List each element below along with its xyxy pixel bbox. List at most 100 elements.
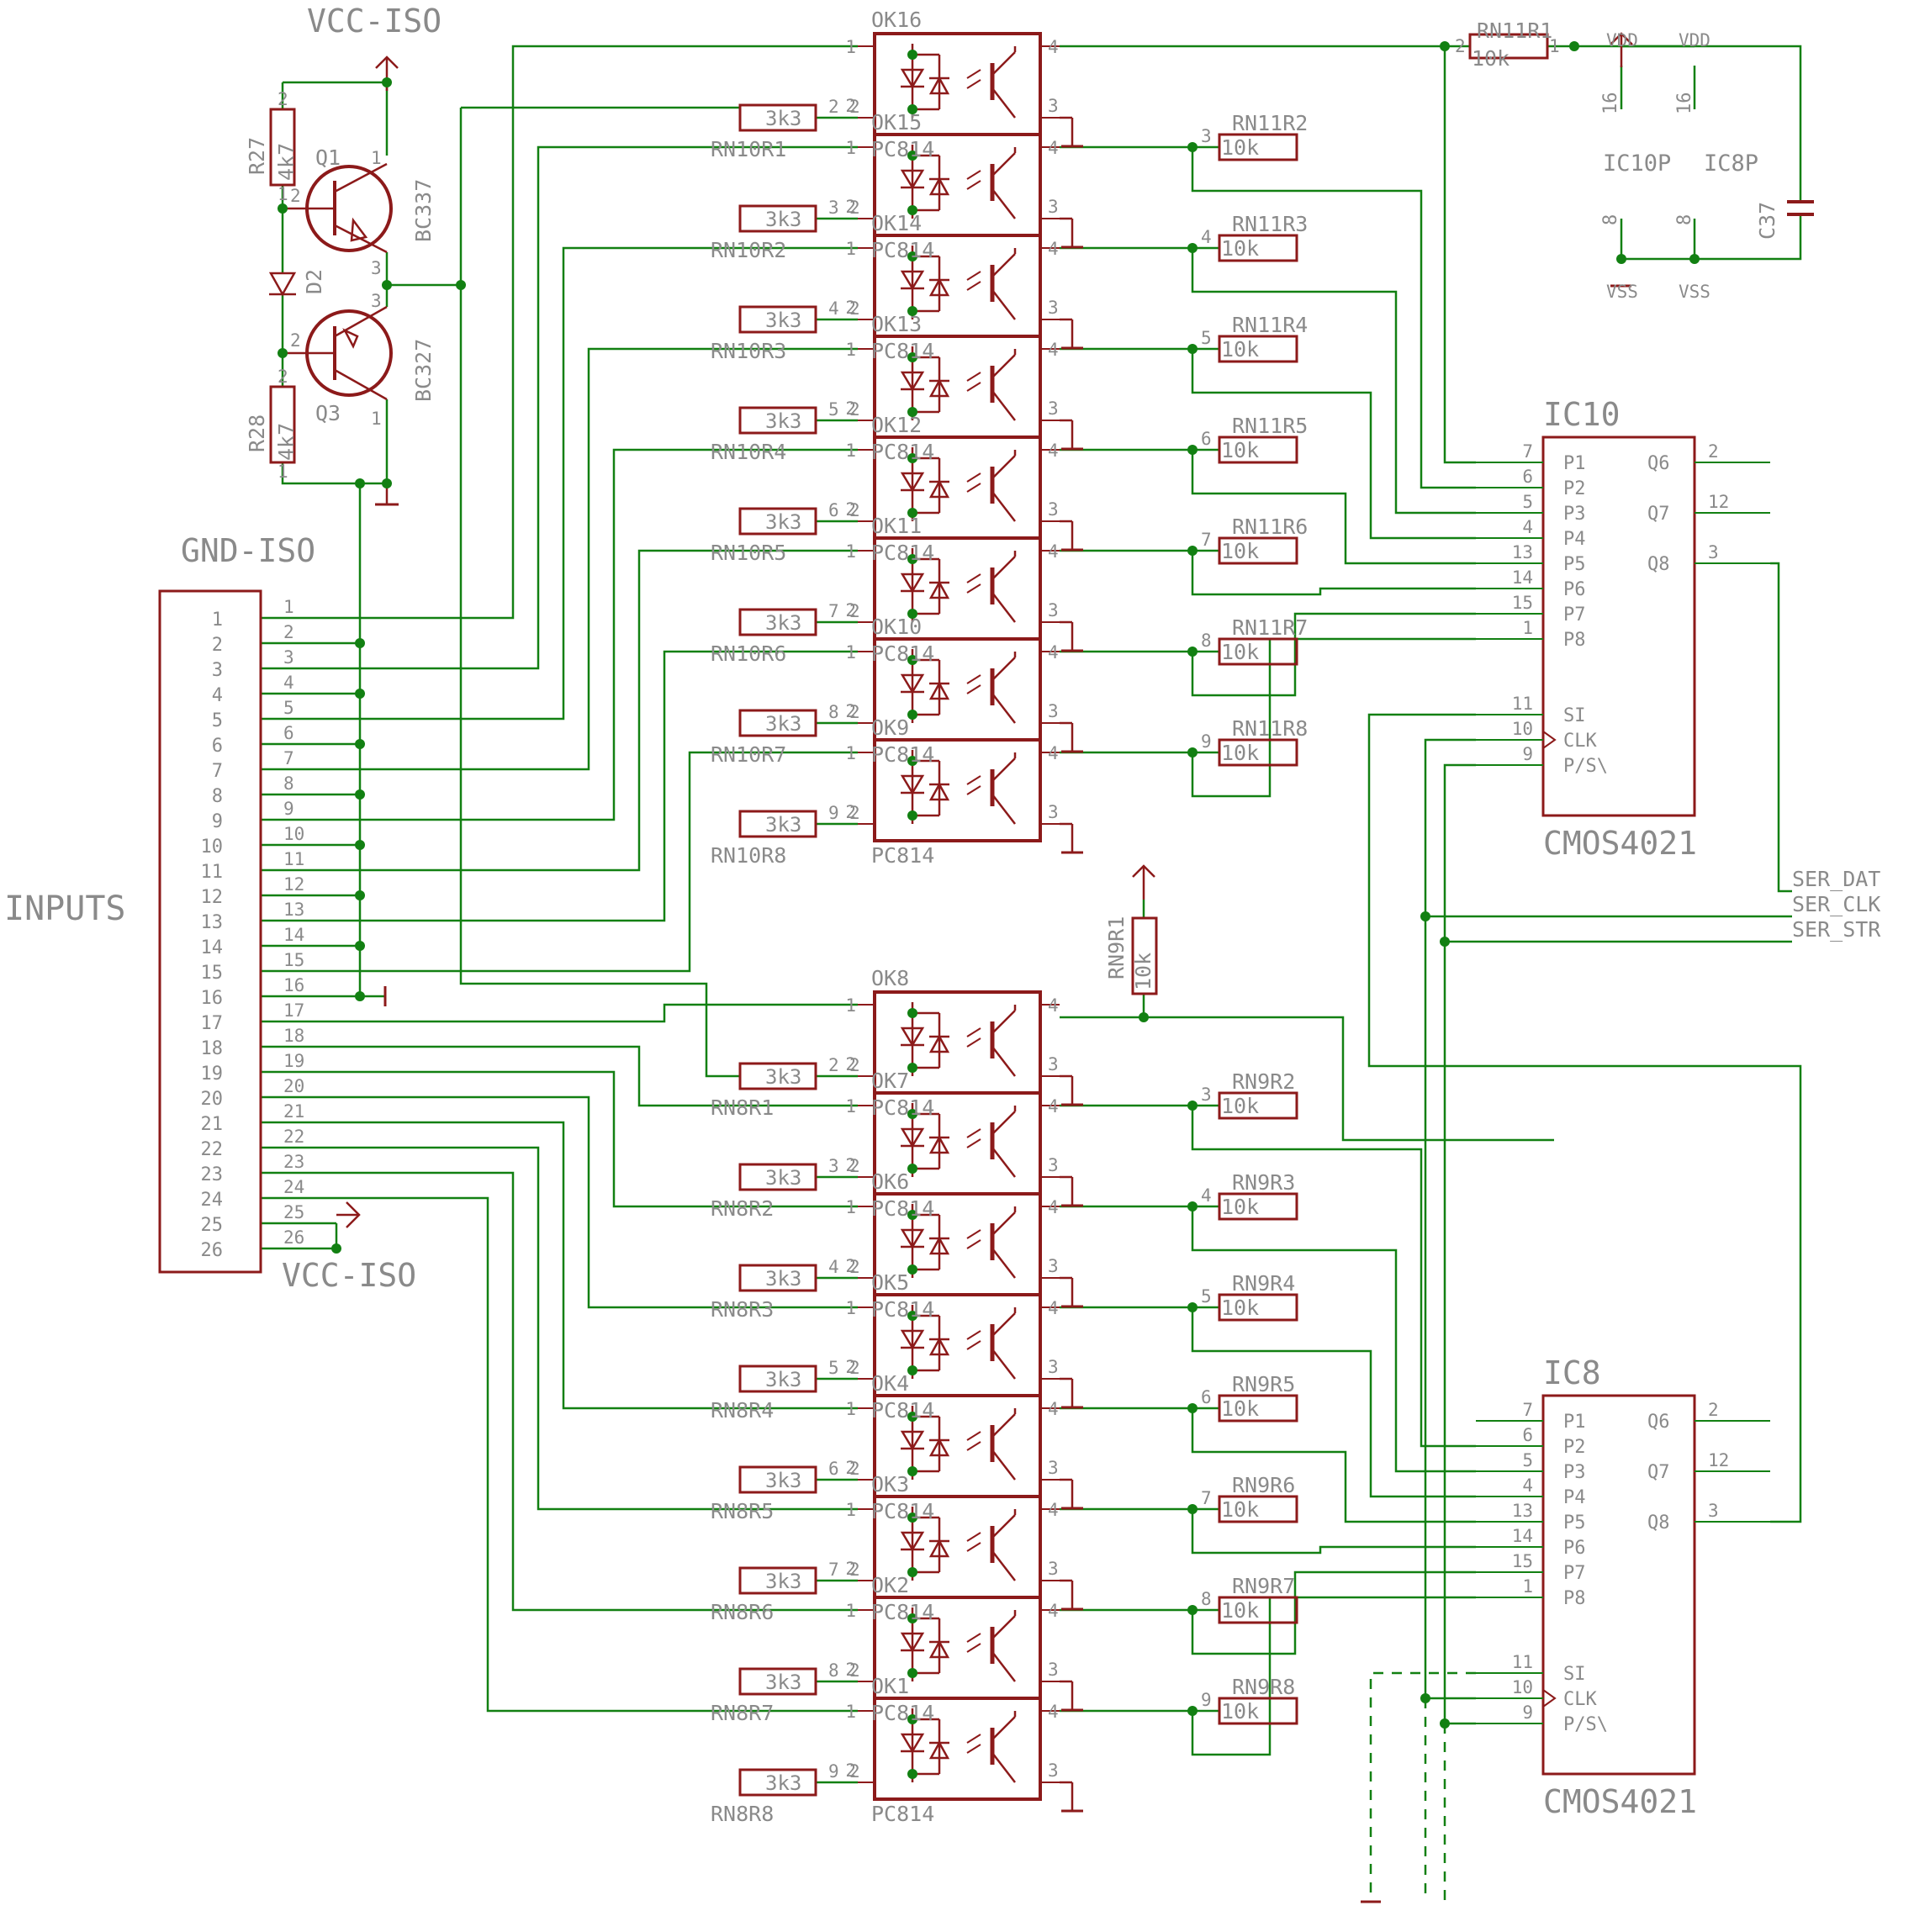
phototransistor-icon: [991, 556, 1016, 580]
shift-register-pin-number: 7: [1522, 441, 1533, 462]
opto-pin-number: 4: [1048, 37, 1059, 57]
resistor-r27: [269, 108, 296, 187]
q3-type-label: BC327: [411, 339, 436, 402]
junction-dot: [355, 689, 365, 699]
shift-register-pin-number: 10: [1512, 719, 1533, 739]
opto-internal-dot: [907, 756, 917, 766]
shift-register-pin-label: P8: [1563, 630, 1586, 651]
shift-register-pin-label: P5: [1563, 1512, 1586, 1533]
phototransistor-icon: [991, 1010, 1016, 1034]
input-wire: [261, 751, 858, 973]
input-wire: [261, 1070, 858, 1208]
shift-register-pin-label: P/S\: [1563, 756, 1608, 777]
opto-pin-number: 3: [1048, 1054, 1059, 1074]
input-resistor-value: 3k3: [765, 107, 801, 130]
opto-pin-number: 4: [1048, 1096, 1059, 1116]
opto-internal-dot: [907, 251, 917, 261]
connector-pin-label: 1: [283, 597, 294, 617]
input-resistor-name: RN10R2: [711, 238, 786, 262]
opto-pin-number: 1: [845, 1096, 856, 1116]
input-resistor-name: RN8R2: [711, 1196, 774, 1221]
wire: [281, 399, 389, 485]
input-resistor-pin: 4: [828, 298, 839, 319]
vcc-iso-bottom-label: VCC-ISO: [282, 1257, 416, 1294]
phototransistor-icon: [991, 289, 1016, 320]
input-resistor: [738, 709, 817, 737]
ic10p-label: IC10P: [1603, 150, 1671, 177]
phototransistor-icon: [991, 253, 1016, 277]
input-resistor-pin: 9: [828, 803, 839, 823]
junction-dot: [355, 941, 365, 951]
light-arrow-icon: [966, 170, 981, 180]
opto-internal-dot: [907, 1164, 917, 1174]
output-resistor-pin: 5: [1201, 1286, 1212, 1306]
transistor-pin: 1: [371, 409, 382, 429]
input-resistor-value: 3k3: [765, 1267, 801, 1291]
output-resistor-name: RN9R4: [1232, 1271, 1295, 1296]
opto-internal-dot: [907, 1512, 917, 1523]
connector-pin-number: 12: [201, 887, 224, 908]
shift-register-pin-number: 13: [1512, 1501, 1533, 1521]
shift-register-pin-number: 5: [1522, 492, 1533, 512]
light-arrow-icon: [966, 775, 981, 785]
resistor-r28: [269, 385, 296, 464]
opto-pin-number: 2: [845, 1760, 856, 1781]
opto-pin-number: 4: [1048, 1197, 1059, 1217]
opto-internal-dot: [907, 1466, 917, 1476]
opto-internal-dot: [907, 1365, 917, 1375]
opto-internal-dot: [907, 453, 917, 463]
clock-input-icon: [1542, 731, 1557, 749]
junction-dot: [1440, 41, 1450, 51]
output-resistor-name: RN9R7: [1232, 1574, 1295, 1598]
shift-register-pin-number: 3: [1708, 542, 1719, 562]
opto-internal-dot: [907, 1063, 917, 1073]
connector-pin-number: 18: [201, 1038, 224, 1059]
input-resistor-name: RN8R5: [711, 1499, 774, 1523]
input-resistor: [738, 305, 817, 334]
diode-d2-icon: [268, 272, 297, 297]
vdd-arrow: [1610, 32, 1633, 45]
junction-dot: [1187, 243, 1198, 253]
shift-register-pin-label: Q7: [1647, 504, 1670, 525]
connector-pin-number: 15: [201, 963, 224, 984]
shift-register-pin-number: 12: [1708, 1450, 1729, 1470]
optocoupler-type: PC814: [871, 541, 934, 565]
output-resistor-name: RN11R7: [1232, 615, 1308, 640]
input-wire: [261, 246, 858, 721]
input-resistor-pin: 9: [828, 1761, 839, 1782]
junction-dot: [382, 77, 392, 87]
ic8p-label: IC8P: [1704, 150, 1758, 177]
optocoupler-name: OK3: [871, 1472, 909, 1497]
light-arrow-icon: [966, 1734, 981, 1744]
cascade-wire: [1367, 713, 1802, 1523]
light-arrow-icon: [966, 1441, 981, 1451]
input-resistor-value: 3k3: [765, 309, 801, 332]
output-resistor: [1218, 1192, 1298, 1221]
opto-pin-number: 2: [845, 96, 856, 116]
junction-dot: [1139, 1012, 1149, 1022]
junction-dot: [1440, 1718, 1450, 1729]
optocoupler-name: OK12: [871, 413, 922, 437]
input-resistor-value: 3k3: [765, 1570, 801, 1593]
connector-pin-number: 4: [212, 685, 223, 706]
connector-pin-number: 5: [212, 710, 223, 731]
input-resistor-value: 3k3: [765, 510, 801, 534]
output-resistor: [1218, 133, 1298, 161]
connector-pin-label: 3: [283, 647, 294, 668]
connector-pin-label: 4: [283, 673, 294, 693]
optocoupler-type: PC814: [871, 1701, 934, 1725]
input-resistor-pin: 3: [828, 198, 839, 218]
opto-pin-number: 1: [845, 642, 856, 662]
shift-register-pin-label: SI: [1563, 705, 1586, 726]
connector-pin-label: 15: [283, 950, 304, 970]
light-arrow-icon: [966, 281, 981, 291]
input-resistor-pin: 2: [849, 1660, 860, 1681]
shift-register-pin-number: 10: [1512, 1677, 1533, 1697]
connector-pin-label: 2: [283, 622, 294, 642]
ser-dat-wire: [1770, 562, 1792, 893]
transistor-q1-icon: [350, 217, 368, 242]
optocoupler-name: OK13: [871, 312, 922, 336]
resistor-rn11r1: [1468, 33, 1549, 60]
input-resistor: [738, 406, 817, 435]
opto-pin-number: 2: [845, 1660, 856, 1680]
